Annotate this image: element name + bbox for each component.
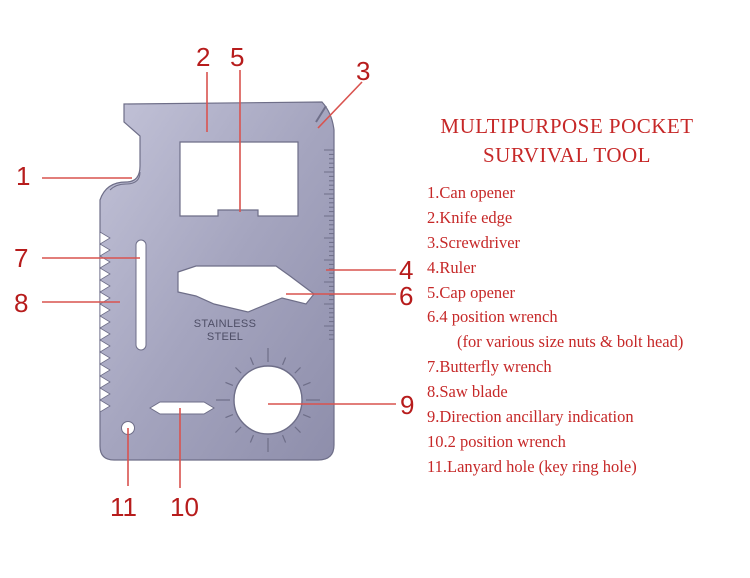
- callout-1: 1: [16, 161, 31, 191]
- compass-tick: [302, 413, 311, 419]
- saw-teeth: [99, 231, 111, 413]
- compass-tick: [235, 367, 242, 374]
- legend-item: 5.Cap opener: [427, 282, 515, 302]
- card-stamp-line1: STAINLESS: [193, 318, 257, 330]
- legend-item: 1.Can opener: [427, 183, 515, 202]
- legend-item: 6.4 position wrench: [427, 307, 558, 327]
- legend-item: 3.Screwdriver: [427, 232, 521, 252]
- wrench-cutout: [177, 265, 315, 313]
- legend-list: 1.Can opener 2.Knife edge 3.Screwdriver …: [427, 181, 683, 480]
- leader-lines: [42, 70, 396, 488]
- compass-ticks: [216, 348, 320, 452]
- callout-3: 3: [356, 56, 371, 86]
- butterfly-slot: [135, 239, 147, 351]
- compass-tick: [249, 434, 255, 443]
- title-line1: MULTIPURPOSE POCKET: [440, 114, 694, 138]
- callout-6: 6: [399, 281, 414, 311]
- compass-tick: [281, 357, 287, 366]
- compass-tick: [249, 357, 255, 366]
- callout-7: 7: [14, 243, 29, 273]
- compass-tick: [294, 367, 301, 374]
- cap-opener-cutout: [179, 141, 299, 217]
- legend-item: 9.Direction ancillary indication: [427, 407, 634, 427]
- compass-tick: [225, 381, 234, 387]
- callout-2: 2: [196, 42, 211, 72]
- compass-tick: [302, 381, 311, 387]
- legend-item: 10.2 position wrench: [427, 431, 566, 451]
- callout-8: 8: [14, 288, 29, 318]
- callout-11: 11: [110, 492, 137, 522]
- callout-10: 10: [170, 492, 199, 522]
- compass-tick: [235, 426, 242, 433]
- ruler-ticks: [324, 149, 334, 340]
- legend-item-note: (for various size nuts & bolt head): [457, 332, 684, 352]
- compass-circle: [233, 365, 303, 435]
- legend-item: 4.Ruler: [427, 257, 477, 277]
- can-opener-notch: [109, 171, 141, 191]
- callout-4: 4: [399, 255, 414, 285]
- compass-tick: [294, 426, 301, 433]
- legend-item: 11.Lanyard hole (key ring hole): [427, 456, 637, 476]
- two-position-slot: [149, 401, 215, 415]
- callout-5: 5: [230, 42, 245, 72]
- compass-tick: [281, 434, 287, 443]
- leader-3: [317, 81, 363, 129]
- legend-item: 2.Knife edge: [427, 207, 513, 227]
- callout-9: 9: [400, 390, 415, 420]
- legend-item: 8.Saw blade: [427, 382, 508, 402]
- legend-item: 7.Butterfly wrench: [427, 357, 552, 377]
- title-line2: SURVIVAL TOOL: [483, 143, 651, 167]
- card-stamp: STAINLESS STEEL: [183, 318, 267, 344]
- screwdriver-edge: [315, 105, 327, 123]
- compass-tick: [225, 413, 234, 419]
- card-stamp-line2: STEEL: [206, 331, 244, 343]
